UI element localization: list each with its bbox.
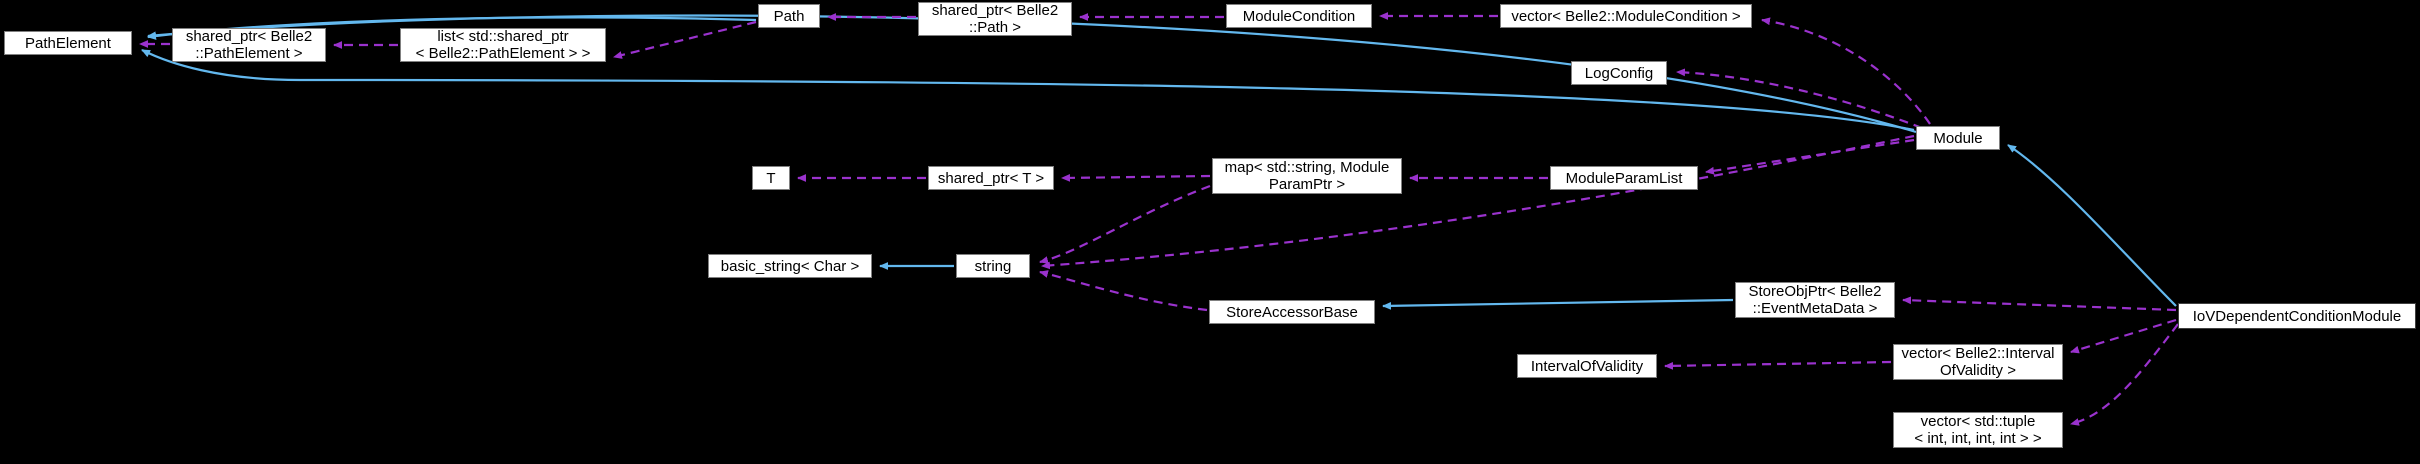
class-node-label: ModuleParamList [1565, 169, 1683, 187]
class-node-label: shared_ptr< Belle2 ::PathElement > [185, 28, 313, 62]
class-node-modulecondition[interactable]: ModuleCondition [1226, 4, 1372, 28]
edge-iov-vectuple [2070, 323, 2179, 426]
class-node-basic_string[interactable]: basic_string< Char > [708, 254, 872, 278]
class-node-vec_iov[interactable]: vector< Belle2::Interval OfValidity > [1893, 344, 2063, 380]
class-node-string[interactable]: string [956, 254, 1030, 278]
class-node-label: IoVDependentConditionModule [2192, 307, 2402, 325]
class-node-list_sp_pe[interactable]: list< std::shared_ptr < Belle2::PathElem… [400, 28, 606, 62]
edge-veciov-intervalofvalidity [1664, 360, 1892, 370]
class-node-sp_t[interactable]: shared_ptr< T > [928, 166, 1054, 190]
class-node-label: StoreAccessorBase [1226, 303, 1358, 321]
class-node-map_modparam[interactable]: map< std::string, Module ParamPtr > [1212, 158, 1402, 194]
edge-module-logconfig [1676, 68, 1923, 130]
class-node-storeobjptr_emd[interactable]: StoreObjPtr< Belle2 ::EventMetaData > [1735, 282, 1895, 318]
edge-map-string [1039, 184, 1211, 264]
class-node-label: vector< Belle2::Interval OfValidity > [1901, 345, 2055, 379]
class-node-sp_pathelement[interactable]: shared_ptr< Belle2 ::PathElement > [172, 28, 326, 62]
edge-storeaccessorbase-string [1039, 270, 1208, 312]
class-node-pathelement[interactable]: PathElement [4, 31, 132, 55]
class-node-vec_modcond[interactable]: vector< Belle2::ModuleCondition > [1500, 4, 1752, 28]
class-node-label: string [974, 257, 1012, 275]
class-node-label: PathElement [25, 34, 111, 52]
edge-iov-storeobjptr [1902, 296, 2177, 312]
edge-module-string [1041, 134, 1915, 270]
class-node-label: Module [1933, 129, 1983, 147]
class-node-label: StoreObjPtr< Belle2 ::EventMetaData > [1748, 283, 1882, 317]
class-node-label: vector< Belle2::ModuleCondition > [1511, 7, 1741, 25]
class-node-intervalofvalidity[interactable]: IntervalOfValidity [1517, 354, 1657, 378]
class-node-module[interactable]: Module [1916, 126, 2000, 150]
class-node-label: IntervalOfValidity [1530, 357, 1644, 375]
class-node-sp_path[interactable]: shared_ptr< Belle2 ::Path > [918, 2, 1072, 36]
class-node-logconfig[interactable]: LogConfig [1571, 61, 1667, 85]
class-node-storeaccessorbase[interactable]: StoreAccessorBase [1209, 300, 1375, 324]
class-node-label: Path [773, 7, 805, 25]
edge-iov-module [2007, 144, 2177, 307]
class-node-iovdependent[interactable]: IoVDependentConditionModule [2178, 303, 2416, 329]
class-node-label: shared_ptr< T > [937, 169, 1045, 187]
edge-storeobjptr-storeaccessorbase [1382, 298, 1734, 310]
class-node-label: T [766, 169, 776, 187]
edge-module-moduleparamlist [1705, 138, 1915, 175]
class-node-label: ModuleCondition [1242, 7, 1356, 25]
class-node-moduleparamlist[interactable]: ModuleParamList [1550, 166, 1698, 190]
class-node-label: shared_ptr< Belle2 ::Path > [931, 2, 1059, 36]
class-node-label: list< std::shared_ptr < Belle2::PathElem… [415, 28, 591, 62]
class-node-path[interactable]: Path [758, 4, 820, 28]
class-node-t[interactable]: T [752, 166, 790, 190]
class-node-label: map< std::string, Module ParamPtr > [1224, 159, 1390, 193]
edge-map-spt [1061, 173, 1211, 182]
class-node-label: basic_string< Char > [720, 257, 860, 275]
edge-path-list [613, 20, 757, 59]
edge-module-vecmodcond [1761, 17, 1931, 125]
class-node-label: LogConfig [1584, 64, 1654, 82]
class-node-vec_tuple[interactable]: vector< std::tuple < int, int, int, int … [1893, 412, 2063, 448]
edge-iov-veciov [2070, 318, 2177, 354]
class-node-label: vector< std::tuple < int, int, int, int … [1914, 413, 2042, 447]
